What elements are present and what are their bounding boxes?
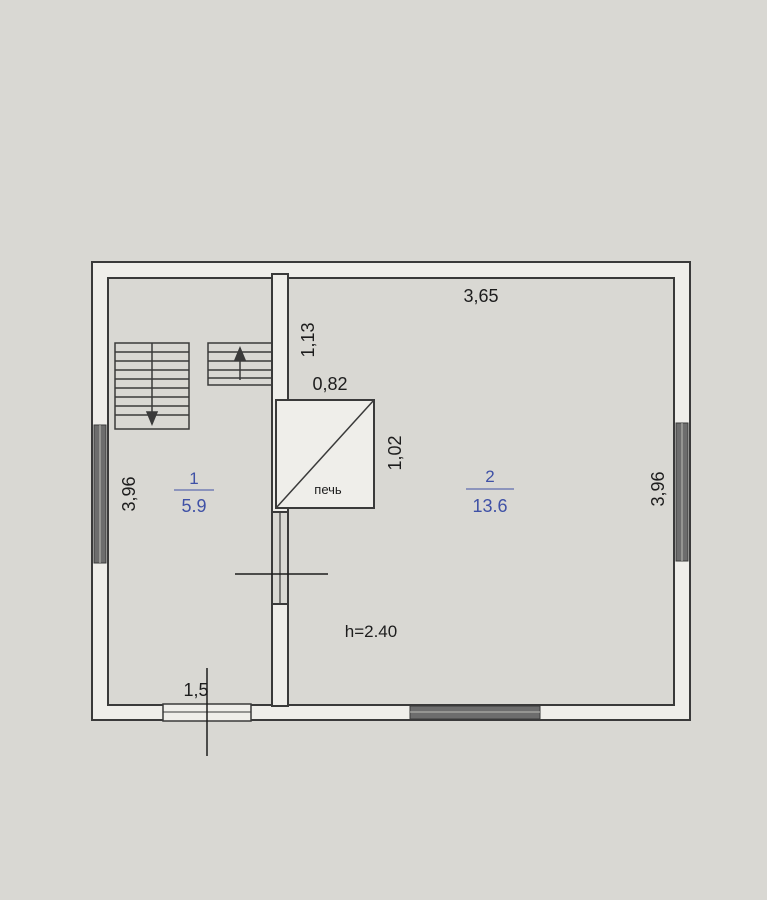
partition-gap-label: 1,13 (298, 322, 318, 357)
room-2-width-label: 3,65 (463, 286, 498, 306)
room-1-area: 5.9 (181, 496, 206, 516)
room-2-area: 13.6 (472, 496, 507, 516)
stove (275, 399, 375, 509)
stove-label: печь (314, 482, 342, 497)
ceiling-height-label: h=2.40 (345, 622, 397, 641)
staircase-down (114, 342, 190, 430)
window-right (675, 422, 689, 562)
stove-depth-label: 1,02 (385, 435, 405, 470)
room-1-height-label: 3,96 (119, 476, 139, 511)
window-left (93, 424, 107, 564)
window-bottom (409, 705, 541, 720)
staircase-up (207, 342, 273, 386)
entrance-door (162, 668, 252, 756)
room-2-height-label: 3,96 (648, 471, 668, 506)
entrance-width-label: 1,5 (183, 680, 208, 700)
room-1-number: 1 (189, 469, 198, 488)
stove-width-label: 0,82 (312, 374, 347, 394)
room-2-number: 2 (485, 467, 494, 486)
